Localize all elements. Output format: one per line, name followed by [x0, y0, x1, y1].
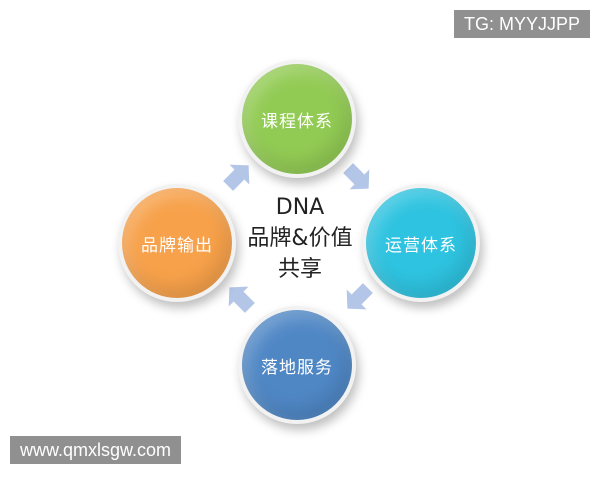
block-arrow-icon: [346, 283, 373, 310]
arrow-left-to-top: [223, 164, 250, 191]
arrow-bottom-to-left: [228, 286, 255, 313]
node-label: 运营体系: [385, 235, 457, 256]
node-course-system: 课程体系: [238, 60, 356, 178]
node-label: 落地服务: [261, 357, 333, 378]
center-line-share: 共享: [277, 257, 322, 282]
block-arrow-icon: [228, 286, 255, 313]
block-arrow-icon: [223, 164, 250, 191]
node-onsite-service: 落地服务: [238, 306, 356, 424]
block-arrow-icon: [343, 163, 370, 190]
arrow-right-to-bottom: [346, 283, 373, 310]
node-operation-system: 运营体系: [362, 184, 480, 302]
arrow-top-to-right: [343, 163, 370, 190]
node-label: 品牌输出: [141, 235, 213, 256]
center-line-brand-value: 品牌&价值: [247, 226, 353, 251]
node-label: 课程体系: [261, 111, 333, 132]
watermark-top-right: TG: MYYJJPP: [453, 10, 590, 38]
center-title: DNA 品牌&价值 共享: [238, 192, 362, 285]
watermark-bottom-left: www.qmxlsgw.com: [10, 436, 182, 464]
node-brand-output: 品牌输出: [118, 184, 236, 302]
center-line-dna: DNA: [275, 195, 325, 220]
